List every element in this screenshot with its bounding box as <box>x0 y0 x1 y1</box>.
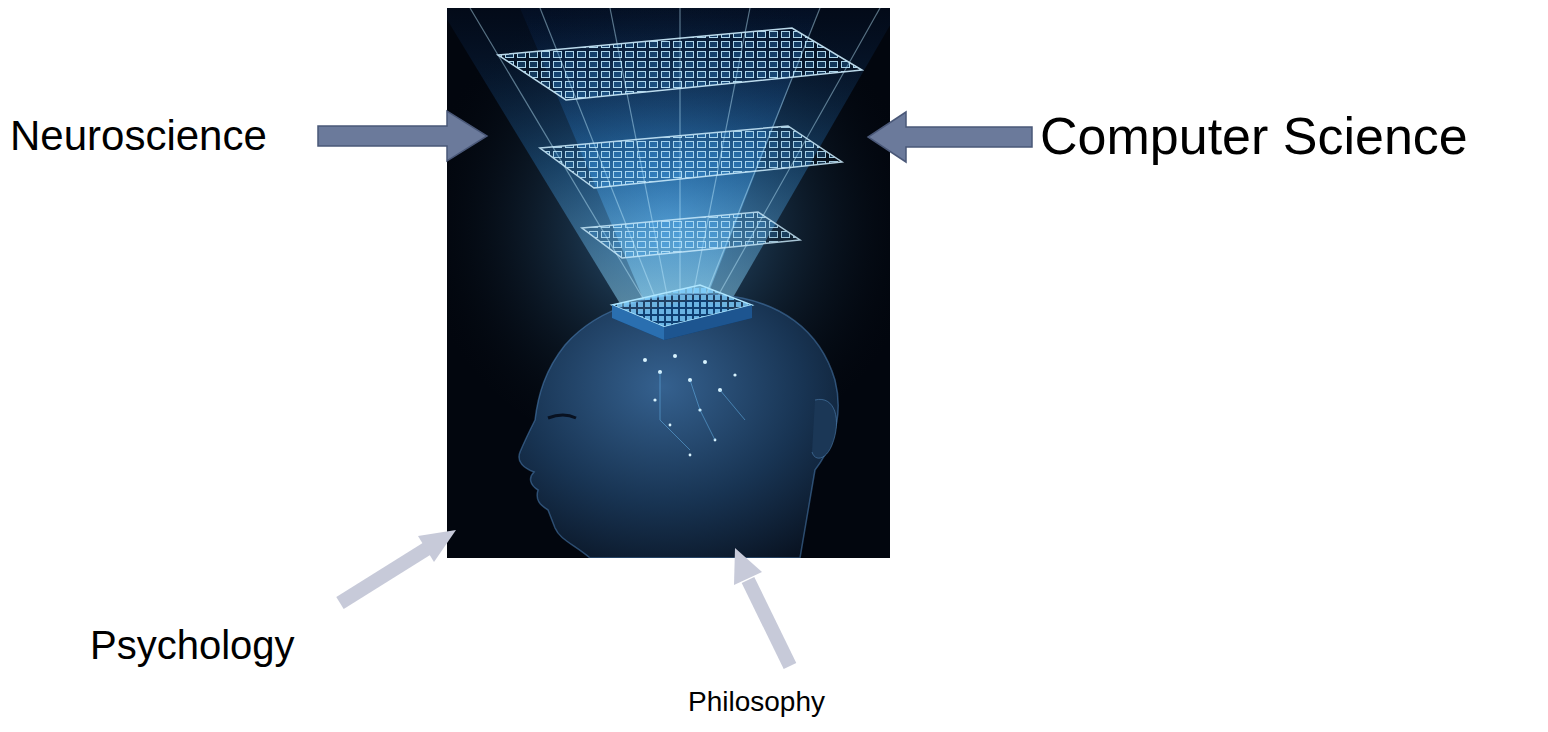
pale-arrow <box>734 548 790 666</box>
block-arrow <box>868 112 1032 162</box>
block-arrow <box>318 111 487 161</box>
eye <box>548 415 576 418</box>
ear <box>812 399 837 458</box>
field-label: Computer Science <box>1040 107 1468 167</box>
chip-side <box>664 305 752 340</box>
circuit-lights <box>643 354 737 456</box>
field-label: Neuroscience <box>10 112 267 160</box>
field-label: Philosophy <box>688 686 825 718</box>
binary-layer <box>498 28 862 100</box>
head-silhouette <box>519 294 838 558</box>
pale-arrow <box>340 530 456 603</box>
circuit-traces <box>660 372 745 450</box>
field-label: Psychology <box>90 622 295 668</box>
binary-layer <box>582 212 800 258</box>
light-rays <box>470 8 880 310</box>
head-illustration <box>447 8 890 558</box>
light-beam <box>447 8 890 320</box>
chip-side <box>612 305 664 340</box>
binary-layer <box>540 126 842 188</box>
